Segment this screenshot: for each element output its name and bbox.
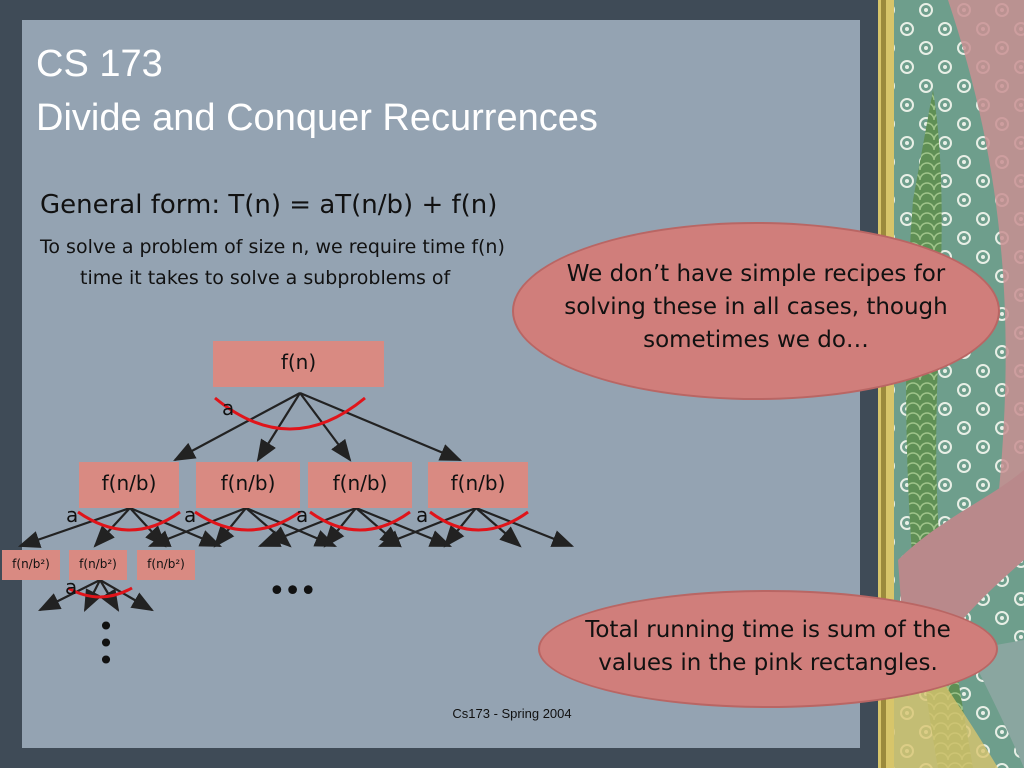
tree-level2-node: f(n/b²) — [137, 550, 195, 580]
slide-footer: Cs173 - Spring 2004 — [452, 706, 572, 721]
slide-title-course: CS 173 — [36, 43, 163, 85]
slide-title-topic: Divide and Conquer Recurrences — [36, 97, 598, 139]
branch-count-arcs — [67, 396, 529, 599]
branch-factor-label: a — [66, 503, 79, 527]
ellipsis-dot: • — [97, 627, 115, 660]
vertical-ellipsis: • • • — [96, 610, 116, 677]
callout-total-line: Total running time is sum of the — [585, 617, 951, 643]
callout-recipes-line: We don’t have simple recipes for — [566, 261, 946, 287]
ellipsis-dot: • — [97, 644, 115, 677]
tree-level1-node: f(n/b) — [308, 462, 412, 508]
tree-root-node: f(n) — [213, 341, 384, 387]
tree-level1-node: f(n/b) — [196, 462, 300, 508]
branch-factor-label: a — [416, 503, 429, 527]
tree-level2-node: f(n/b²) — [2, 550, 60, 580]
description-line-1: To solve a problem of size n, we require… — [40, 236, 505, 258]
branch-factor-label: a — [65, 575, 78, 599]
callout-recipes-line: solving these in all cases, though — [564, 294, 948, 320]
ellipsis-dot: • — [97, 610, 115, 643]
general-form-text: General form: T(n) = aT(n/b) + f(n) — [40, 190, 498, 220]
callout-total-time: Total running time is sum of the values … — [538, 590, 998, 708]
branch-factor-label: a — [222, 396, 235, 420]
branch-factor-label: a — [184, 503, 197, 527]
tree-level1-node: f(n/b) — [79, 462, 179, 508]
tree-level2-node: f(n/b²) — [69, 550, 127, 580]
horizontal-ellipsis: ••• — [268, 574, 317, 609]
callout-recipes-line: sometimes we do… — [643, 327, 869, 353]
tree-level1-node: f(n/b) — [428, 462, 528, 508]
branch-factor-label: a — [296, 503, 309, 527]
callout-recipes: We don’t have simple recipes for solving… — [512, 222, 1000, 400]
description-line-2: time it takes to solve a subproblems of — [80, 267, 451, 289]
callout-total-line: values in the pink rectangles. — [598, 650, 938, 676]
